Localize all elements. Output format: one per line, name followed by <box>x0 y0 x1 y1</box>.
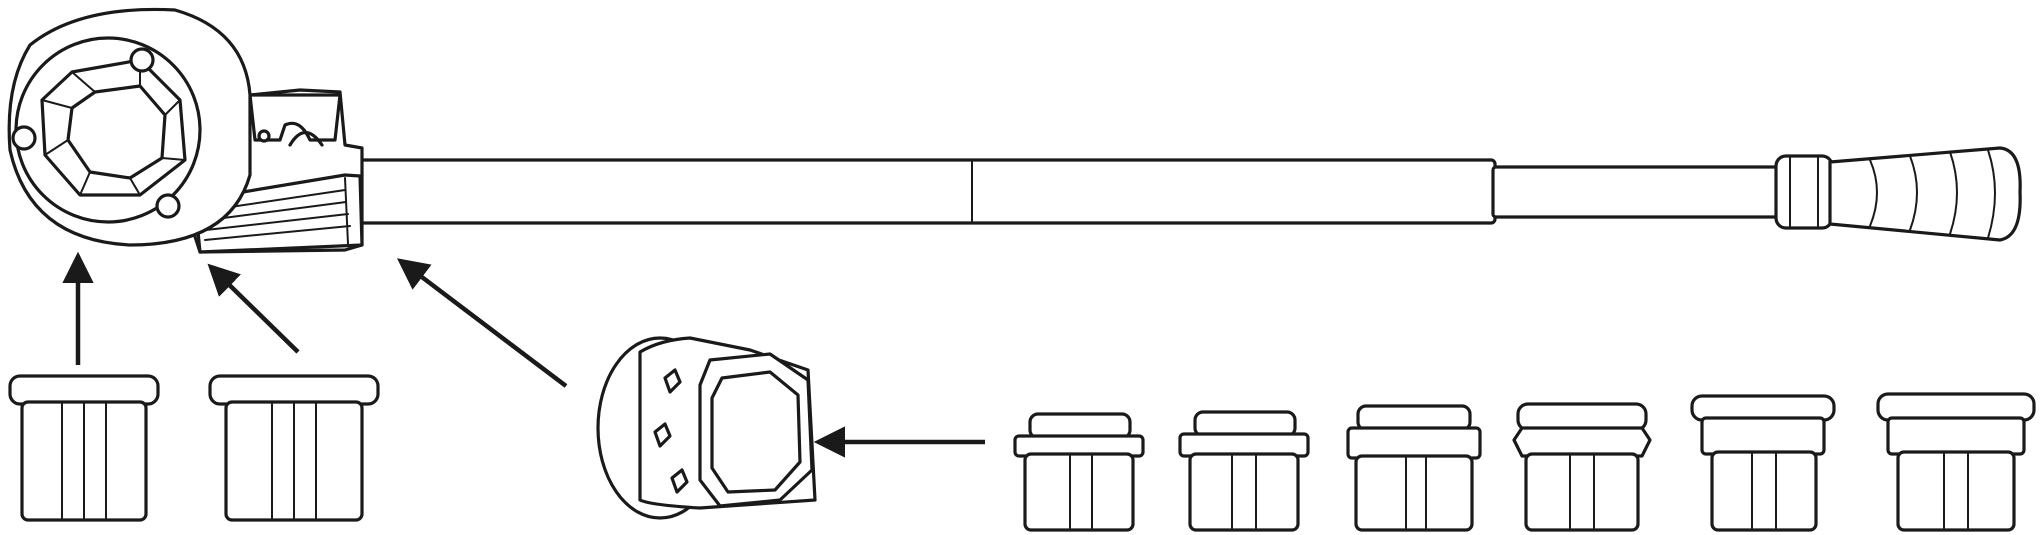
die-1 <box>8 374 160 522</box>
die-3 <box>1013 412 1145 532</box>
die-7 <box>1690 394 1836 532</box>
die-4 <box>1178 410 1310 532</box>
arrow-diagonal-small <box>207 263 300 354</box>
die-adapter <box>596 336 817 520</box>
ratchet-head <box>7 7 364 254</box>
die-8 <box>1876 392 2036 532</box>
die-5 <box>1346 404 1482 532</box>
handle-grip <box>1828 146 2022 242</box>
arrow-diagonal-long <box>396 258 568 388</box>
ratchet-handle <box>7 7 2022 254</box>
die-2 <box>208 374 380 522</box>
die-6 <box>1512 402 1652 532</box>
handle-shaft <box>348 154 1834 230</box>
